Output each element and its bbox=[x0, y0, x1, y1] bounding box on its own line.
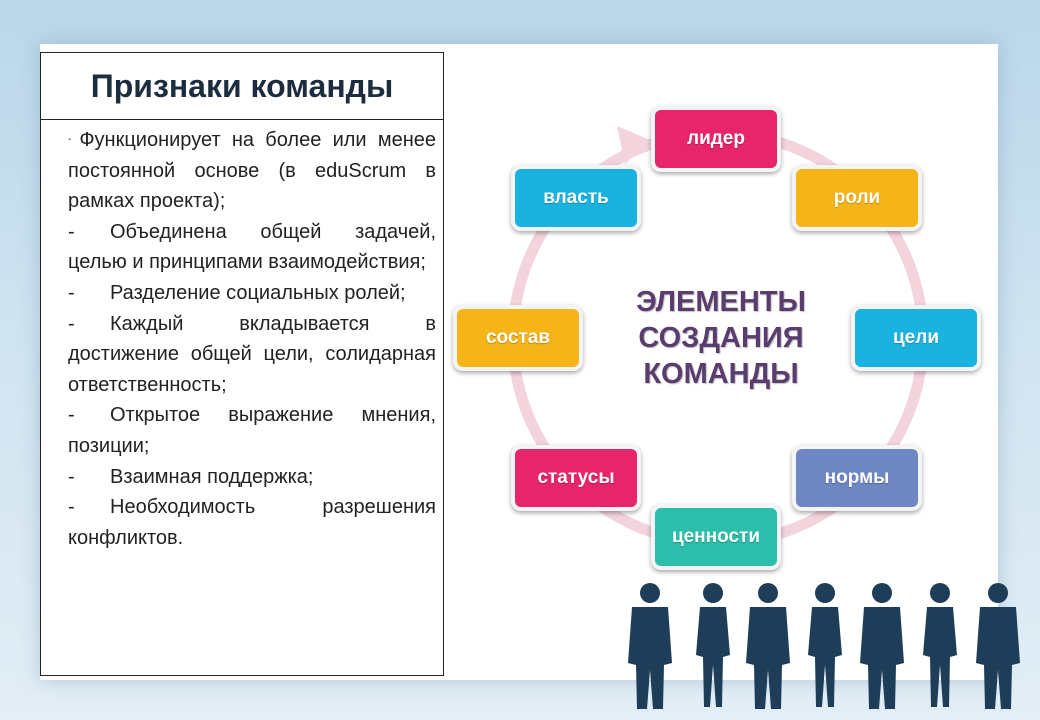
node-label: состав bbox=[485, 327, 551, 348]
list-item-text: Объединена общей задачей, целью и принци… bbox=[68, 220, 436, 274]
node-statuses: статусы bbox=[511, 445, 641, 511]
list-item: -Функционирует на более или менее постоя… bbox=[68, 125, 436, 217]
person-silhouette bbox=[976, 583, 1020, 709]
node-goals: цели bbox=[851, 305, 981, 371]
center-title-line: СОЗДАНИЯ bbox=[638, 322, 804, 354]
list-item: -Необходимость разрешения конфликтов. bbox=[68, 492, 436, 553]
diagram-center-title: ЭЛЕМЕНТЫ СОЗДАНИЯ КОМАНДЫ bbox=[608, 284, 834, 392]
bullet-dash: - bbox=[68, 281, 75, 304]
person-silhouette bbox=[696, 583, 730, 707]
node-composition: состав bbox=[453, 305, 583, 371]
person-silhouette bbox=[923, 583, 957, 707]
center-title-line: КОМАНДЫ bbox=[643, 358, 799, 390]
person-silhouette bbox=[746, 583, 790, 709]
center-title-line: ЭЛЕМЕНТЫ bbox=[636, 286, 806, 318]
list-item-text: Каждый вкладывается в достижение общей ц… bbox=[68, 312, 436, 396]
bullet-dash: - bbox=[68, 465, 75, 488]
person-silhouette bbox=[628, 583, 672, 709]
team-features-panel: Признаки команды -Функционирует на более… bbox=[40, 52, 444, 676]
list-item: -Открытое выражение мнения, позиции; bbox=[68, 400, 436, 461]
person-silhouette bbox=[808, 583, 842, 707]
node-label: цели bbox=[893, 327, 939, 348]
business-people-silhouettes-icon bbox=[628, 583, 1020, 709]
list-item: - Разделение социальных ролей; bbox=[68, 278, 436, 309]
node-label: ценности bbox=[671, 526, 761, 547]
node-leader: лидер bbox=[651, 106, 781, 172]
bullet-dash: - bbox=[68, 404, 75, 427]
team-features-title-box: Признаки команды bbox=[41, 53, 443, 120]
bullet-dash: - bbox=[68, 496, 75, 519]
bullet-dash: - bbox=[68, 134, 72, 145]
node-label: нормы bbox=[824, 467, 890, 488]
bullet-dash: - bbox=[68, 312, 75, 335]
list-item: -Объединена общей задачей, целью и принц… bbox=[68, 217, 436, 278]
list-item-text: Функционирует на более или менее постоян… bbox=[68, 129, 436, 213]
bullet-dash: - bbox=[68, 220, 75, 243]
node-label: лидер bbox=[687, 128, 745, 149]
node-roles: роли bbox=[792, 165, 922, 231]
team-features-list: -Функционирует на более или менее постоя… bbox=[68, 125, 436, 553]
list-item-text: Открытое выражение мнения, позиции; bbox=[68, 404, 436, 457]
team-features-title: Признаки команды bbox=[90, 67, 394, 104]
node-values: ценности bbox=[651, 504, 781, 570]
cycle-arrow-head bbox=[617, 126, 650, 164]
person-silhouette bbox=[860, 583, 904, 709]
list-item-text: Взаимная поддержка; bbox=[110, 465, 314, 488]
list-item: -Каждый вкладывается в достижение общей … bbox=[68, 309, 436, 401]
node-power: власть bbox=[511, 165, 641, 231]
node-label: роли bbox=[833, 187, 881, 208]
node-label: статусы bbox=[537, 467, 615, 488]
list-item-text: Разделение социальных ролей; bbox=[110, 281, 406, 304]
node-norms: нормы bbox=[792, 445, 922, 511]
list-item: - Взаимная поддержка; bbox=[68, 462, 436, 493]
list-item-text: Необходимость разрешения конфликтов. bbox=[68, 496, 436, 549]
node-label: власть bbox=[543, 187, 609, 208]
